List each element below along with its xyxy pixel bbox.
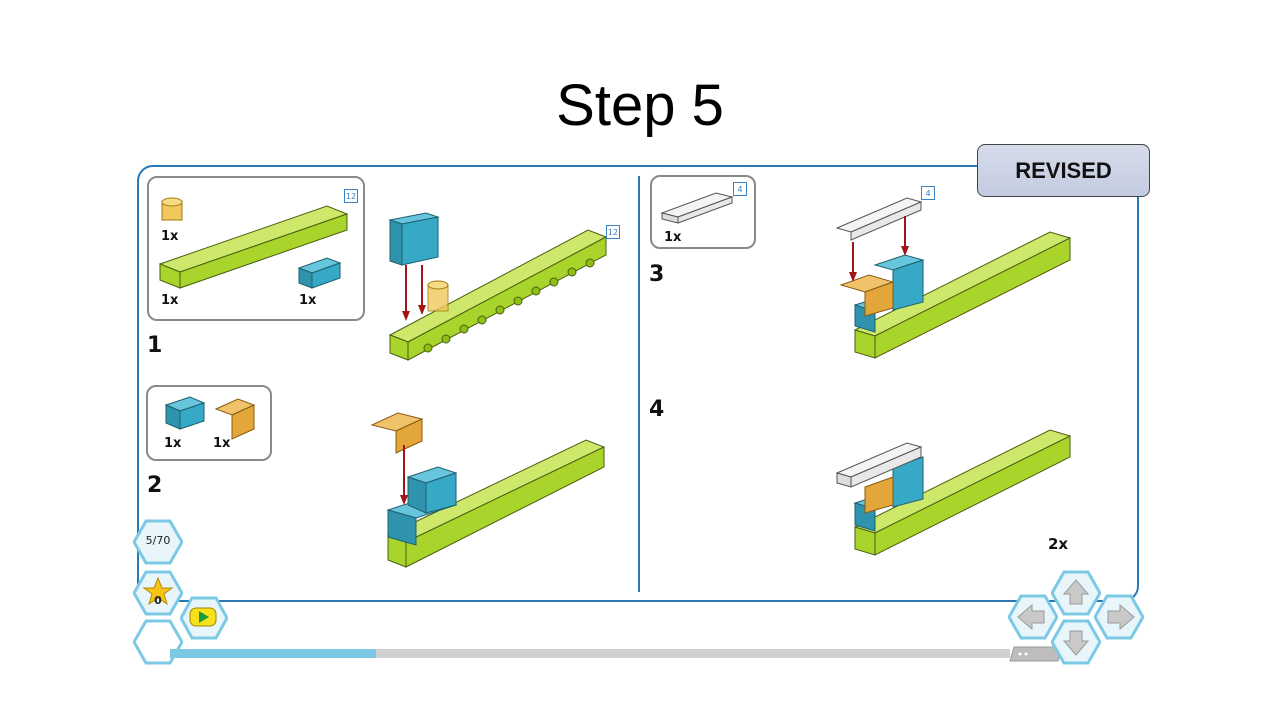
lime-beam-part xyxy=(158,205,349,289)
step3-parts-svg xyxy=(660,192,734,224)
step2-qty-brick: 1x xyxy=(164,436,182,451)
nav-left-button[interactable] xyxy=(1008,594,1058,640)
step4-multiplier: 2x xyxy=(1048,535,1069,553)
arrow-down-icon xyxy=(1062,630,1090,656)
yellow-round-brick xyxy=(161,197,183,221)
step1-assembly-badge: 12 xyxy=(606,225,620,239)
star-icon xyxy=(142,576,174,606)
step1-number: 1 xyxy=(147,333,163,358)
step2-assembly xyxy=(370,412,606,568)
arrow-up-icon xyxy=(1062,579,1090,605)
progress-fill xyxy=(170,649,376,658)
progress-end-handle[interactable] xyxy=(1008,645,1064,663)
step3-part-badge: 4 xyxy=(733,182,747,196)
step2-parts-svg xyxy=(164,396,256,440)
nav-right-button[interactable] xyxy=(1094,594,1144,640)
step2-number: 2 xyxy=(147,473,163,498)
page-title: Step 5 xyxy=(556,73,724,138)
step3-qty-plate: 1x xyxy=(664,230,682,245)
step4-number: 4 xyxy=(649,397,665,422)
step1-assembly xyxy=(388,212,608,361)
step3-assembly xyxy=(835,197,1072,359)
column-divider xyxy=(638,176,640,592)
step1-part-badge: 12 xyxy=(344,189,358,203)
star-button[interactable] xyxy=(133,570,183,616)
step3-assembly-badge: 4 xyxy=(921,186,935,200)
step1-parts-svg xyxy=(158,197,349,289)
home-hex-button[interactable] xyxy=(133,619,183,665)
star-count: 0 xyxy=(154,594,162,607)
nav-up-button[interactable] xyxy=(1051,570,1101,616)
revised-badge: REVISED xyxy=(977,144,1150,197)
step1-qty-beam: 1x xyxy=(161,293,179,308)
step1-qty-brick: 1x xyxy=(299,293,317,308)
step2-qty-slope: 1x xyxy=(213,436,231,451)
step3-number: 3 xyxy=(649,262,665,287)
page-counter: 5/70 xyxy=(145,534,171,547)
progress-track[interactable] xyxy=(170,649,1010,658)
page-counter-button[interactable] xyxy=(133,519,183,565)
step1-qty-round: 1x xyxy=(161,229,179,244)
blue-brick-part xyxy=(297,257,342,289)
arrow-left-icon xyxy=(1017,603,1045,631)
nav-down-button[interactable] xyxy=(1051,619,1101,665)
arrow-right-icon xyxy=(1107,603,1135,631)
play-button[interactable] xyxy=(180,596,228,640)
step4-assembly xyxy=(835,429,1072,556)
play-icon xyxy=(199,611,209,623)
